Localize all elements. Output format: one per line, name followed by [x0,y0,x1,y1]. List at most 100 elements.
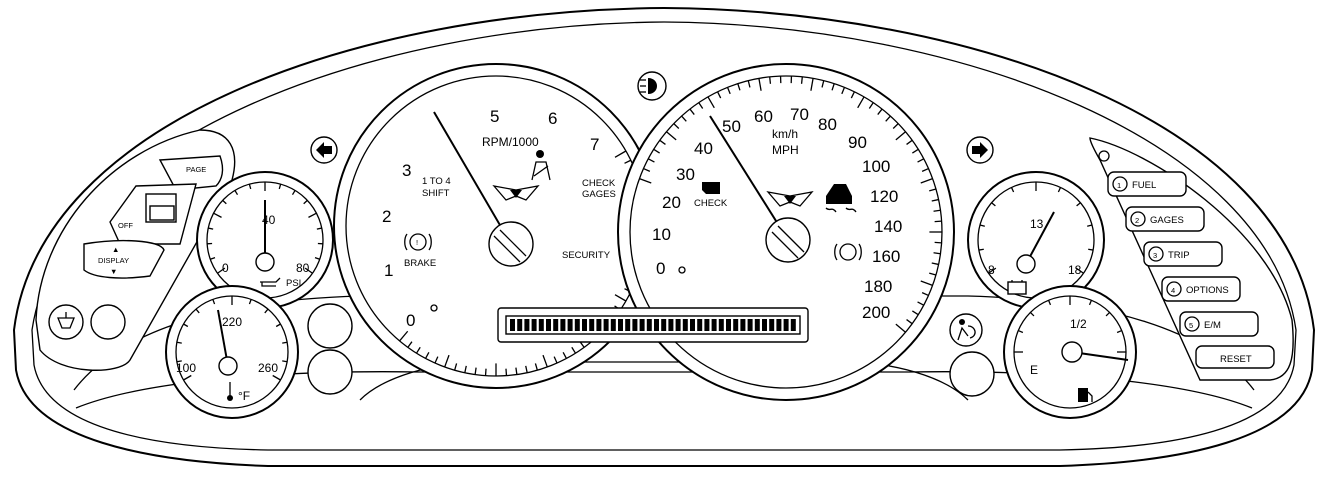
display-segment [719,319,724,331]
coolant-temp-gauge: 100 220 260 °F [166,286,298,418]
display-segment [618,319,623,331]
speed-tick-200: 200 [862,303,890,322]
oil-tick-0: 0 [222,261,229,275]
brake-label: BRAKE [404,258,436,269]
display-segment [539,319,544,331]
speed-tick-140: 140 [874,217,902,236]
turn-right-arrow-icon [967,137,993,163]
display-segment [676,319,681,331]
gauge-tick-mark [1088,249,1093,250]
turn-left-arrow-icon [311,137,337,163]
display-up-arrow: ▲ [112,245,119,254]
display-segment [740,319,745,331]
display-segment [604,319,609,331]
display-segment [575,319,580,331]
blank-button[interactable] [91,305,125,339]
temp-tick-100: 100 [176,361,196,375]
dic-display [498,308,808,342]
display-segment [784,319,789,331]
shift-light-label-2: SHIFT [422,188,450,199]
display-segment [690,319,695,331]
display-segment [791,319,796,331]
check-engine-label: CHECK [694,198,728,209]
display-down-arrow: ▼ [110,267,117,276]
speed-unit-mph: MPH [772,143,799,157]
gauge-tick-mark [282,361,287,362]
display-segment [589,319,594,331]
temp-tick-220: 220 [222,315,242,329]
display-segment [510,319,515,331]
gauge-tick-mark [177,342,182,343]
dic-button-number: 1 [1117,181,1121,190]
speed-tick-100: 100 [862,157,890,176]
dic-button-number: 3 [1153,251,1157,260]
tach-tick-2: 2 [382,207,391,226]
display-segment [712,319,717,331]
speed-tick-70: 70 [790,105,809,124]
volt-tick-18: 18 [1068,263,1082,277]
speed-tick-120: 120 [870,187,898,206]
page-button-label[interactable]: PAGE [186,165,206,174]
reset-button-label: RESET [1220,354,1252,365]
volt-tick-13: 13 [1030,217,1044,231]
display-segment [647,319,652,331]
speed-tick-20: 20 [662,193,681,212]
fuel-gauge: E 1/2 [1004,286,1136,418]
shift-light-label-1: 1 TO 4 [422,176,451,187]
fuel-tick-half: 1/2 [1070,317,1087,331]
speed-tick-180: 180 [864,277,892,296]
dic-button-label: OPTIONS [1186,285,1229,296]
display-segment [769,319,774,331]
dic-button-number: 5 [1189,321,1193,330]
oil-unit-label: PSI [286,278,301,289]
display-segment [611,319,616,331]
volt-tick-8: 8 [988,263,995,277]
display-segment [640,319,645,331]
tach-tick-7: 7 [590,135,599,154]
dic-button-number: 4 [1171,286,1175,295]
display-segment [568,319,573,331]
display-segment [625,319,630,331]
speedometer: 0 10 20 30 40 50 60 70 80 90 100 120 140… [618,64,954,400]
display-segment [596,319,601,331]
display-segment [654,319,659,331]
speed-tick-60: 60 [754,107,773,126]
tach-tick-5: 5 [490,107,499,126]
speed-unit-kmh: km/h [772,127,798,141]
oil-tick-80: 80 [296,261,310,275]
display-segment [668,319,673,331]
tach-tick-1: 1 [384,261,393,280]
speed-tick-10: 10 [652,225,671,244]
security-label: SECURITY [562,250,611,261]
gauge-tick-mark [802,77,803,84]
display-segment [683,319,688,331]
battery-icon [1008,280,1026,294]
dic-button-number: 2 [1135,216,1139,225]
display-segment [632,319,637,331]
display-segment [704,319,709,331]
speed-tick-40: 40 [694,139,713,158]
speed-tick-50: 50 [722,117,741,136]
headlamp-icon [638,72,666,100]
speed-tick-80: 80 [818,115,837,134]
interior-lamp-button[interactable] [49,305,83,339]
display-segment [546,319,551,331]
display-segment [553,319,558,331]
gauge-tick-mark [770,77,771,84]
display-segment [524,319,529,331]
speed-tick-160: 160 [872,247,900,266]
airbag-icon [950,314,982,346]
display-segment [517,319,522,331]
check-gages-label-2: GAGES [582,189,616,200]
dic-button-label: GAGES [1150,215,1184,226]
dic-button-label: FUEL [1132,180,1156,191]
gauge-tick-mark [979,249,984,250]
display-segment [762,319,767,331]
dic-button-label: E/M [1204,320,1221,331]
tach-tick-6: 6 [548,109,557,128]
display-segment [532,319,537,331]
speed-tick-0: 0 [656,259,665,278]
temp-tick-260: 260 [258,361,278,375]
tach-unit-label: RPM/1000 [482,135,539,149]
display-segment [748,319,753,331]
